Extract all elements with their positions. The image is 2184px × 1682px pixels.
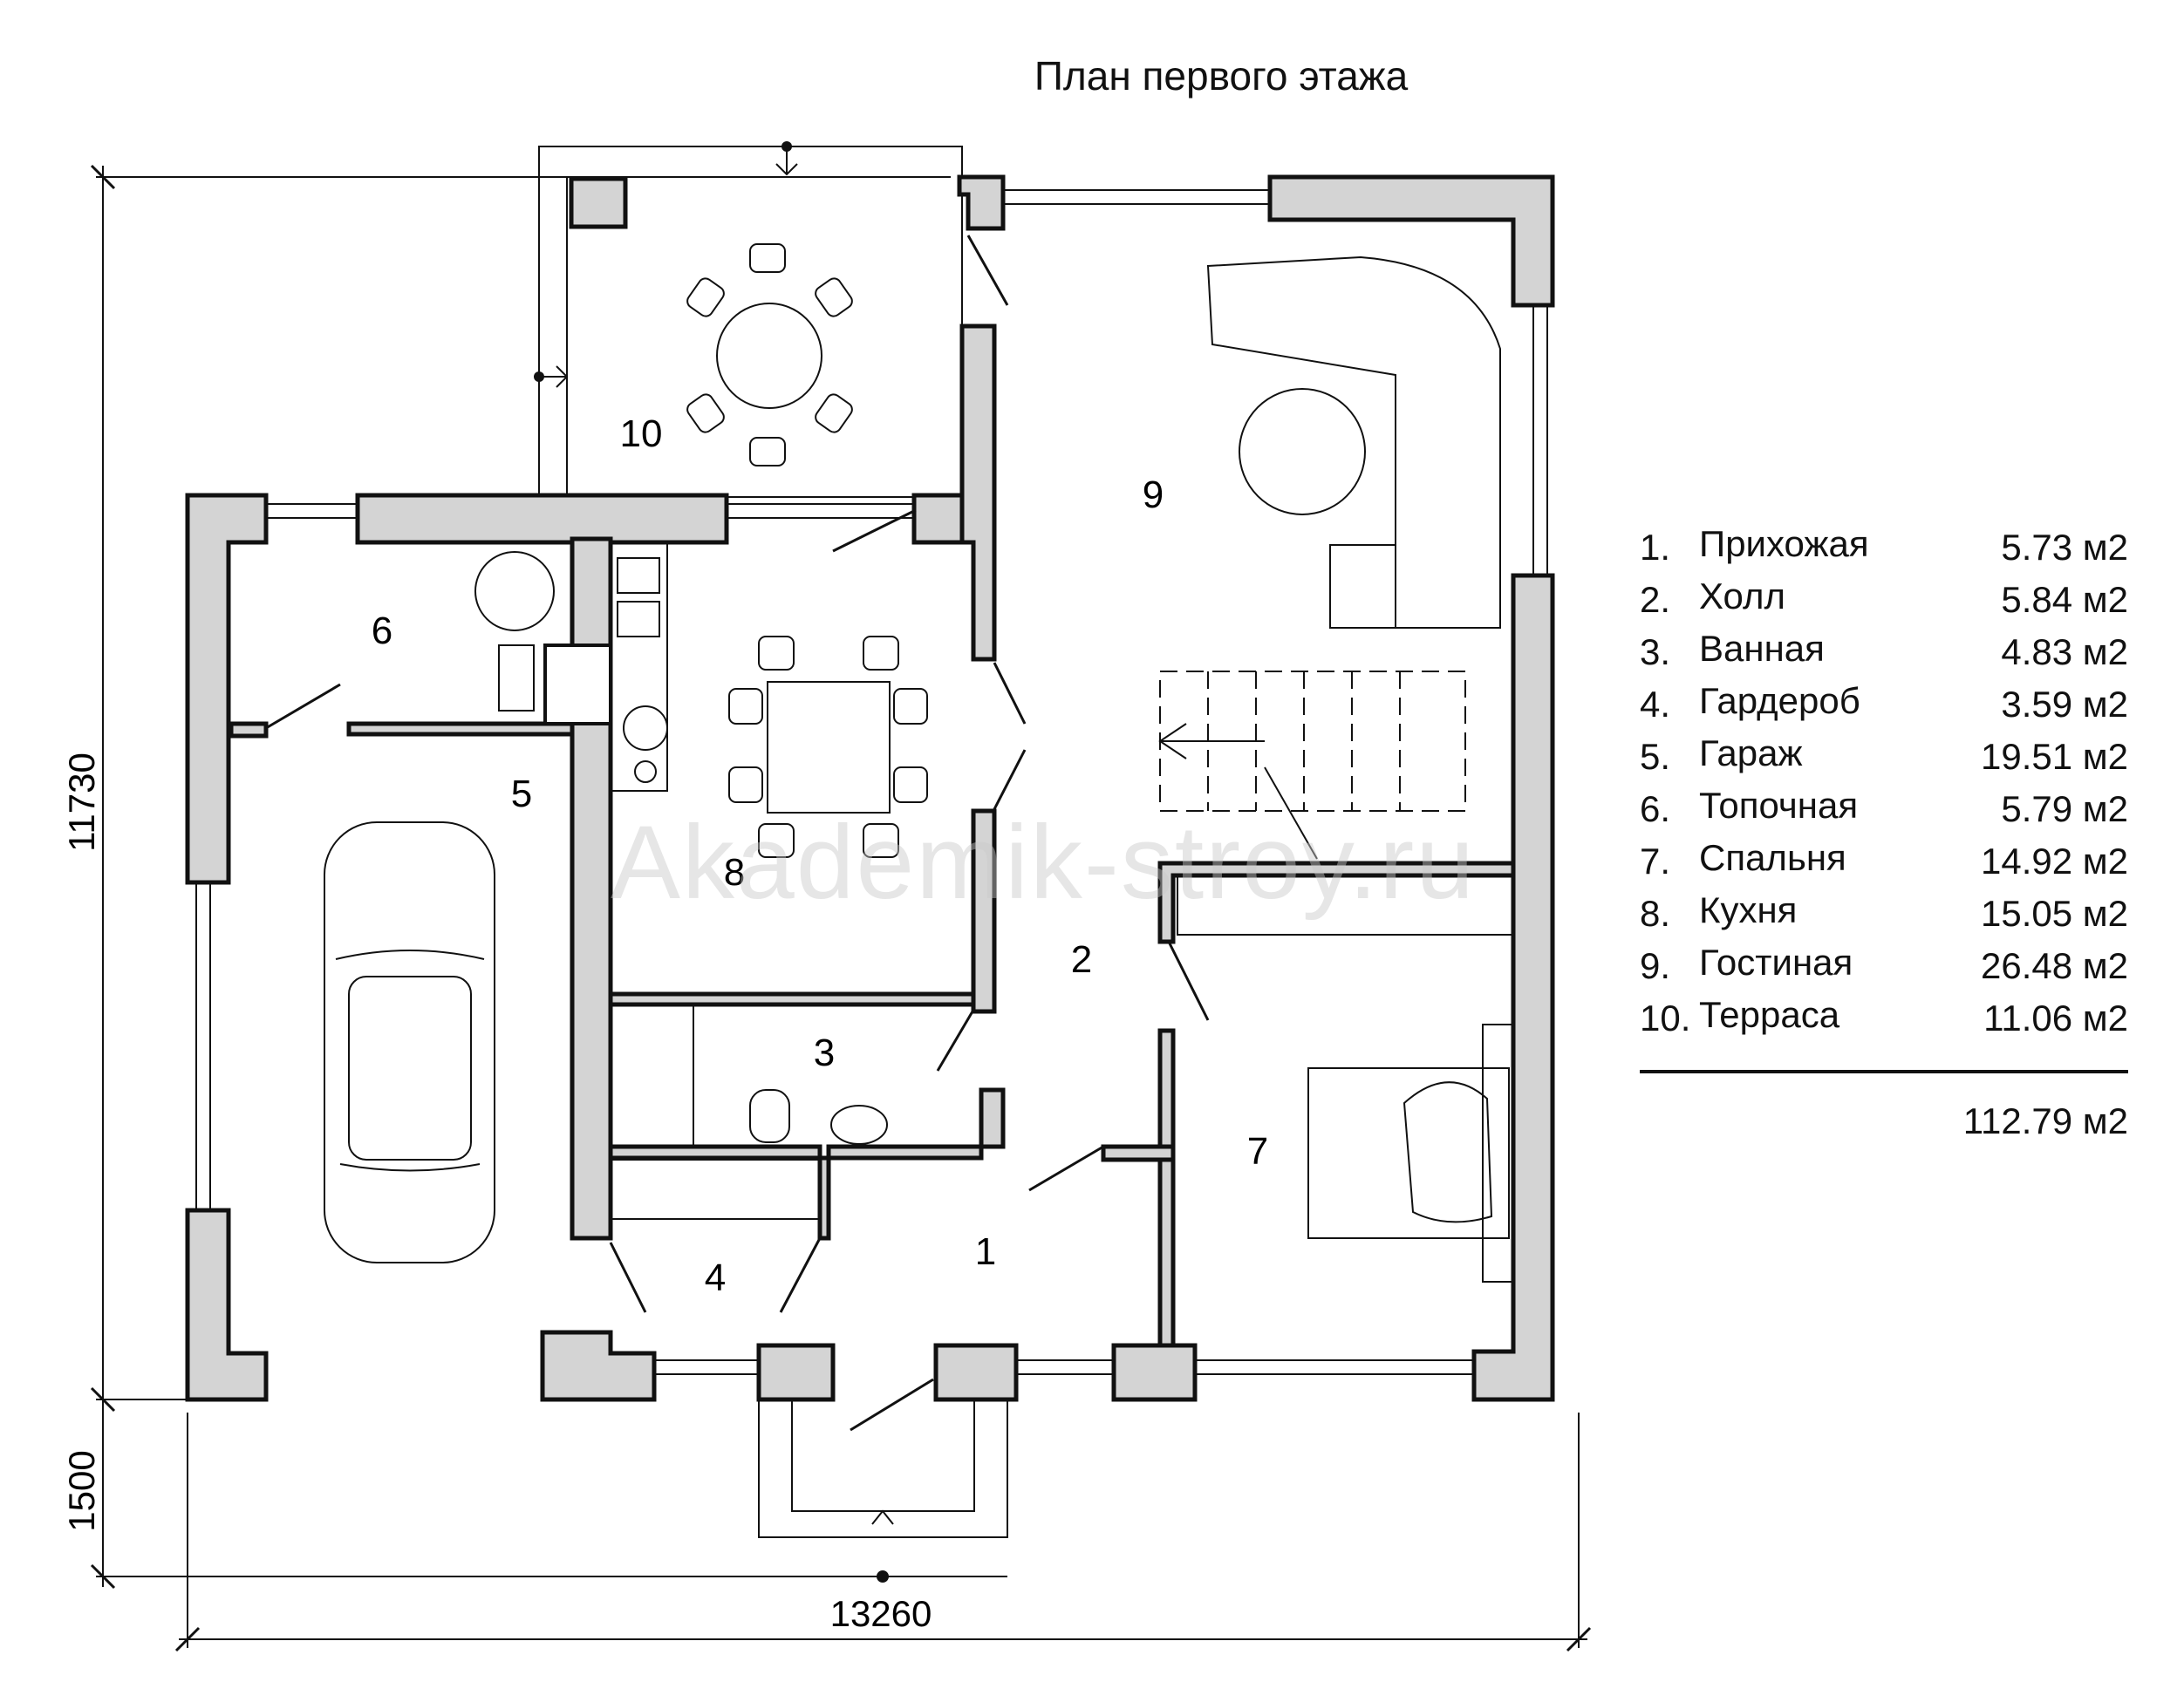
room-schedule: 1. Прихожая 5.73 м2 2. Холл 5.84 м2 3. В… bbox=[1640, 523, 2128, 1046]
schedule-row: 5. Гараж 19.51 м2 bbox=[1640, 732, 2128, 785]
schedule-area: 4.83 м2 bbox=[2001, 631, 2128, 672]
car bbox=[324, 821, 495, 1263]
schedule-num: 1. bbox=[1640, 527, 1671, 568]
bathroom-fixtures bbox=[693, 1004, 888, 1147]
schedule-num: 6. bbox=[1640, 788, 1671, 829]
schedule-name: Топочная bbox=[1699, 785, 1859, 826]
boiler-fixtures bbox=[474, 551, 612, 725]
room-labels: 1 2 3 4 5 6 7 8 9 10 bbox=[372, 412, 1268, 1299]
terrace-dining-set bbox=[686, 243, 853, 466]
schedule-num: 3. bbox=[1640, 631, 1671, 672]
walls bbox=[185, 174, 1555, 1402]
schedule-num: 8. bbox=[1640, 893, 1671, 934]
room-label-2: 2 bbox=[1071, 938, 1092, 981]
watermark: Akademik-stroy.ru bbox=[611, 804, 1477, 921]
plan-title: План первого этажа bbox=[1034, 53, 1409, 99]
schedule-num: 2. bbox=[1640, 579, 1671, 620]
schedule-row: 7. Спальня 14.92 м2 bbox=[1640, 837, 2128, 889]
room-label-9: 9 bbox=[1143, 473, 1164, 516]
schedule-row: 10. Терраса 11.06 м2 bbox=[1640, 994, 2128, 1046]
kitchen-fixtures bbox=[610, 541, 928, 858]
schedule-total: 112.79 м2 bbox=[1962, 1100, 2128, 1141]
schedule-row: 4. Гардероб 3.59 м2 bbox=[1640, 680, 2128, 732]
schedule-row: 8. Кухня 15.05 м2 bbox=[1640, 889, 2128, 942]
doors bbox=[265, 235, 1210, 1432]
schedule-num: 5. bbox=[1640, 736, 1671, 777]
schedule-row: 6. Топочная 5.79 м2 bbox=[1640, 785, 2128, 837]
schedule-area: 3.59 м2 bbox=[2001, 684, 2128, 725]
bedroom-furniture bbox=[1307, 1024, 1514, 1283]
schedule-row: 9. Гостиная 26.48 м2 bbox=[1640, 942, 2128, 994]
room-label-8: 8 bbox=[724, 851, 745, 894]
schedule-area: 14.92 м2 bbox=[1980, 841, 2128, 882]
schedule-name: Кухня bbox=[1699, 889, 1798, 930]
schedule-area: 26.48 м2 bbox=[1980, 945, 2128, 986]
schedule-num: 7. bbox=[1640, 841, 1671, 882]
schedule-name: Ванная bbox=[1699, 628, 1825, 669]
room-label-5: 5 bbox=[511, 773, 532, 815]
windows bbox=[195, 189, 1548, 1375]
porch bbox=[758, 1399, 1008, 1583]
room-label-1: 1 bbox=[975, 1230, 996, 1273]
room-label-4: 4 bbox=[705, 1256, 726, 1299]
schedule-name: Спальня bbox=[1699, 837, 1846, 878]
schedule-name: Гостиная bbox=[1699, 942, 1853, 983]
room-label-3: 3 bbox=[814, 1032, 835, 1074]
schedule-area: 11.06 м2 bbox=[1983, 998, 2128, 1038]
schedule-name: Гардероб bbox=[1699, 680, 1860, 721]
room-label-6: 6 bbox=[372, 609, 392, 652]
schedule-name: Холл bbox=[1699, 575, 1785, 616]
schedule-area: 5.84 м2 bbox=[2001, 579, 2128, 620]
living-furniture bbox=[1206, 255, 1501, 629]
schedule-row: 2. Холл 5.84 м2 bbox=[1640, 575, 2128, 628]
schedule-area: 5.79 м2 bbox=[2001, 788, 2128, 829]
schedule-divider bbox=[1640, 1070, 2128, 1073]
schedule-name: Гараж bbox=[1699, 732, 1803, 773]
schedule-area: 15.05 м2 bbox=[1980, 893, 2128, 934]
schedule-num: 4. bbox=[1640, 684, 1671, 725]
schedule-name: Прихожая bbox=[1699, 523, 1869, 564]
schedule-row: 3. Ванная 4.83 м2 bbox=[1640, 628, 2128, 680]
dim-height-label: 11730 bbox=[61, 752, 102, 852]
dimension-lines bbox=[90, 164, 1592, 1652]
wardrobe-shelves bbox=[610, 875, 1514, 1220]
schedule-num: 9. bbox=[1640, 945, 1671, 986]
schedule-row: 1. Прихожая 5.73 м2 bbox=[1640, 523, 2128, 575]
dim-width-label: 13260 bbox=[830, 1593, 932, 1634]
schedule-name: Терраса bbox=[1699, 994, 1840, 1035]
staircase bbox=[1158, 671, 1466, 860]
room-label-7: 7 bbox=[1247, 1130, 1268, 1173]
dim-porch-label: 1500 bbox=[61, 1450, 102, 1531]
room-label-10: 10 bbox=[620, 412, 663, 455]
schedule-num: 10. bbox=[1640, 998, 1691, 1038]
schedule-area: 5.73 м2 bbox=[2001, 527, 2128, 568]
terrace bbox=[534, 141, 963, 498]
schedule-area: 19.51 м2 bbox=[1980, 736, 2128, 777]
